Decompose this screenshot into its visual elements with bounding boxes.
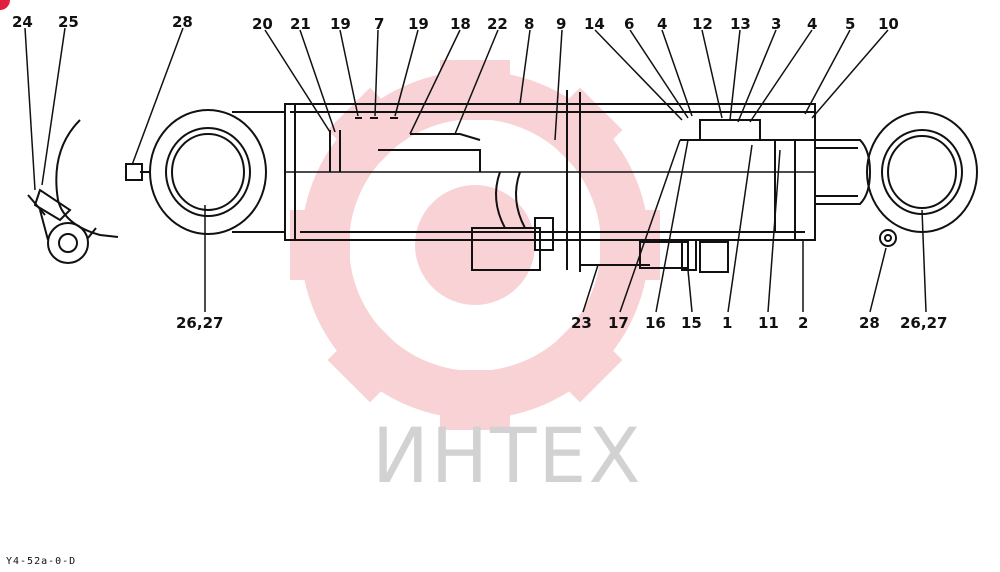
callout-bottom: 16 bbox=[645, 314, 666, 332]
hose-fitting-assembly bbox=[471, 171, 729, 273]
callout-top: 10 bbox=[878, 15, 899, 33]
callout-top: 7 bbox=[374, 15, 384, 33]
piston-rod bbox=[815, 139, 872, 205]
callout-bottom: 2 bbox=[798, 314, 808, 332]
callout-top: 4 bbox=[807, 15, 817, 33]
callout-top: 19 bbox=[408, 15, 429, 33]
callout-top: 13 bbox=[730, 15, 751, 33]
callout-bottom: 11 bbox=[758, 314, 779, 332]
callout-top: 9 bbox=[556, 15, 566, 33]
callout-top: 28 bbox=[172, 13, 193, 31]
callout-top: 24 bbox=[12, 13, 33, 31]
callout-bottom: 26,27 bbox=[176, 314, 223, 332]
callout-top: 21 bbox=[290, 15, 311, 33]
callout-bottom: 28 bbox=[859, 314, 880, 332]
callouts-bottom: 26,27 23 17 16 15 1 11 2 28 26,27 bbox=[176, 314, 947, 332]
callout-bottom: 23 bbox=[571, 314, 592, 332]
section-plane bbox=[566, 90, 581, 272]
callout-top: 6 bbox=[624, 15, 634, 33]
watermark-gear-logo bbox=[290, 60, 660, 430]
callout-top: 18 bbox=[450, 15, 471, 33]
left-eye-end bbox=[125, 109, 285, 235]
callouts-top: 24 25 28 20 21 19 7 19 18 22 8 9 14 6 4 … bbox=[12, 13, 899, 33]
bracket-detail bbox=[27, 119, 119, 264]
callout-top: 22 bbox=[487, 15, 508, 33]
callout-bottom: 1 bbox=[722, 314, 732, 332]
callout-top: 3 bbox=[771, 15, 781, 33]
leader-lines bbox=[24, 27, 927, 313]
callout-bottom: 15 bbox=[681, 314, 702, 332]
callout-top: 8 bbox=[524, 15, 534, 33]
callout-top: 20 bbox=[252, 15, 273, 33]
callout-top: 19 bbox=[330, 15, 351, 33]
watermark-text: ИНТЕХ bbox=[372, 411, 643, 500]
callout-top: 4 bbox=[657, 15, 667, 33]
callout-top: 25 bbox=[58, 13, 79, 31]
callout-bottom: 17 bbox=[608, 314, 629, 332]
corner-badge bbox=[0, 0, 10, 10]
callout-top: 14 bbox=[584, 15, 605, 33]
callout-top: 12 bbox=[692, 15, 713, 33]
drawing-reference-code: Y4-52a-0-D bbox=[6, 556, 77, 567]
callout-top: 5 bbox=[845, 15, 855, 33]
callout-bottom: 26,27 bbox=[900, 314, 947, 332]
